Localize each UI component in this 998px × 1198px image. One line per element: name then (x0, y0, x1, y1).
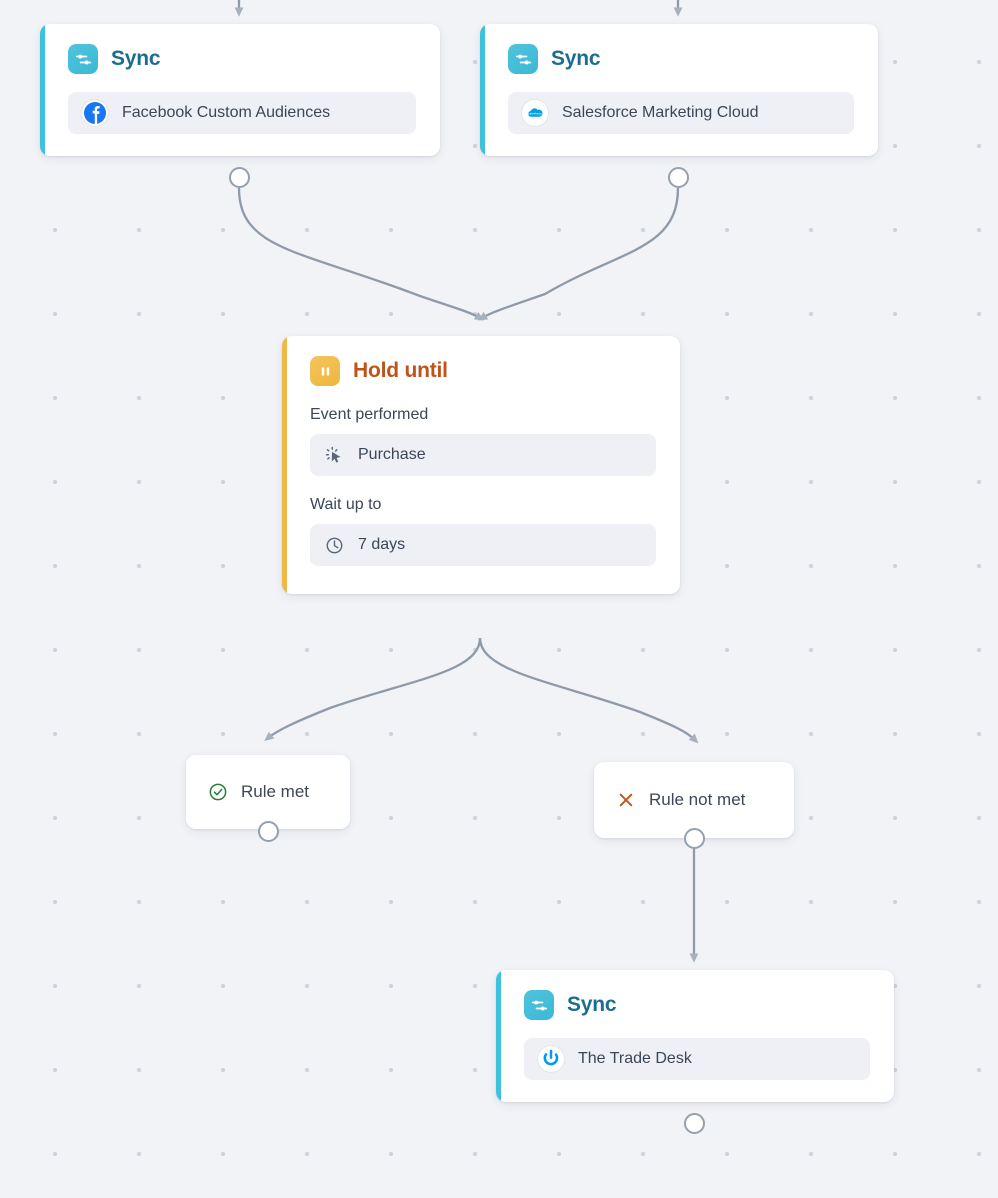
cross-icon (616, 790, 636, 810)
field-label-event-performed: Event performed (310, 406, 429, 423)
pause-icon (310, 356, 340, 386)
node-sync-salesforce[interactable]: Sync salesforce Salesforce Marketing Clo… (480, 24, 878, 156)
destination-label: Salesforce Marketing Cloud (562, 104, 759, 121)
node-title: Sync (567, 993, 617, 1016)
svg-text:salesforce: salesforce (528, 111, 542, 115)
node-header: Sync (508, 44, 854, 74)
event-performed-text: Purchase (358, 446, 426, 463)
click-cursor-icon (324, 445, 344, 465)
node-accent-bar (282, 336, 287, 594)
edge-hold-to-rule-not-met (478, 637, 699, 744)
edge-salesforce-to-hold (477, 187, 680, 321)
destination-chip[interactable]: salesforce Salesforce Marketing Cloud (508, 92, 854, 134)
node-accent-bar (40, 24, 45, 156)
destination-label: Facebook Custom Audiences (122, 104, 331, 121)
port-rule-met-out[interactable] (258, 821, 279, 842)
facebook-logo-icon (82, 100, 108, 126)
field-label-wait-up-to: Wait up to (310, 496, 382, 513)
edge-hold-to-rule-met (264, 637, 482, 741)
port-sync-salesforce-out[interactable] (668, 167, 689, 188)
node-title: Sync (111, 47, 161, 70)
clock-icon (324, 535, 344, 555)
check-circle-icon (208, 782, 228, 802)
node-title: Sync (551, 47, 601, 70)
sync-sliders-icon (508, 44, 538, 74)
port-sync-facebook-out[interactable] (229, 167, 250, 188)
destination-label: The Trade Desk (578, 1050, 692, 1067)
node-sync-tradedesk[interactable]: Sync The Trade Desk (496, 970, 894, 1102)
edge-facebook-to-hold (237, 187, 485, 321)
salesforce-cloud-logo-icon: salesforce (522, 100, 548, 126)
node-accent-bar (480, 24, 485, 156)
node-hold-until[interactable]: Hold until Event performed (282, 336, 680, 594)
node-rule-met[interactable]: Rule met (186, 755, 350, 829)
node-accent-bar (496, 970, 501, 1102)
node-sync-facebook[interactable]: Sync Facebook Custom Audiences (40, 24, 440, 156)
destination-chip[interactable]: The Trade Desk (524, 1038, 870, 1080)
field-value-event-performed[interactable]: Purchase (310, 434, 656, 476)
node-header: Sync (68, 44, 416, 74)
node-title: Hold until (353, 359, 448, 382)
wait-up-to-text: 7 days (358, 536, 406, 553)
branch-label: Rule met (241, 782, 310, 801)
branch-label: Rule not met (649, 790, 746, 809)
port-sync-tradedesk-out[interactable] (684, 1113, 705, 1134)
destination-chip[interactable]: Facebook Custom Audiences (68, 92, 416, 134)
node-header: Sync (524, 990, 870, 1020)
sync-sliders-icon (524, 990, 554, 1020)
node-header: Hold until (310, 356, 656, 386)
sync-sliders-icon (68, 44, 98, 74)
port-rule-not-met-out[interactable] (684, 828, 705, 849)
field-value-wait-up-to[interactable]: 7 days (310, 524, 656, 566)
trade-desk-logo-icon (538, 1046, 564, 1072)
node-rule-not-met[interactable]: Rule not met (594, 762, 794, 838)
